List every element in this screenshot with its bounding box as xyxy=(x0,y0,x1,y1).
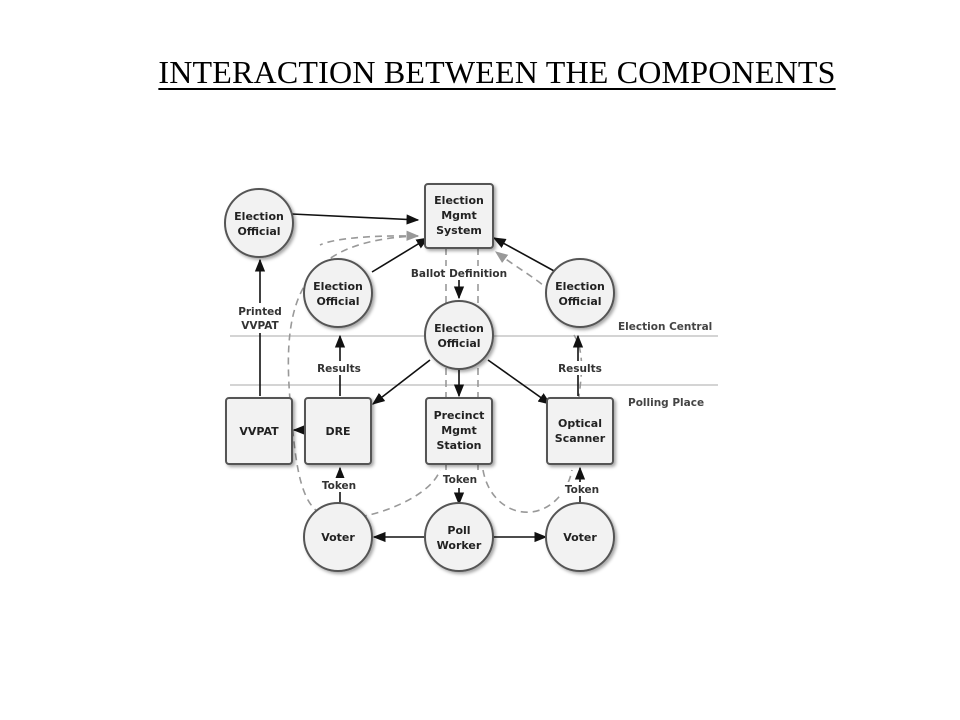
node-voter-right: Voter xyxy=(545,502,615,572)
node-election-official-left: Election Official xyxy=(303,258,373,328)
node-label: Poll xyxy=(447,524,470,537)
edge-label-results-right: Results xyxy=(558,363,602,375)
solid-arrows xyxy=(254,213,586,543)
node-label: Official xyxy=(237,225,280,238)
edge-label-ballot-definition: Ballot Definition xyxy=(411,268,507,280)
slide-title: INTERACTION BETWEEN THE COMPONENTS xyxy=(158,54,836,90)
node-election-official-center: Election Official xyxy=(424,300,494,370)
node-label: System xyxy=(436,224,482,237)
node-label: Optical xyxy=(558,417,602,430)
node-label: Voter xyxy=(321,531,355,544)
node-label: Election xyxy=(313,280,363,293)
node-label: Election xyxy=(555,280,605,293)
edge-label-printed-vvpat: VVPAT xyxy=(241,320,279,332)
node-label: Election xyxy=(434,322,484,335)
node-label: Mgmt xyxy=(441,209,477,222)
node-optical-scanner: Optical Scanner xyxy=(546,397,614,465)
node-poll-worker: Poll Worker xyxy=(424,502,494,572)
node-election-official-right: Election Official xyxy=(545,258,615,328)
node-election-official-topleft: Election Official xyxy=(224,188,294,258)
node-label: Mgmt xyxy=(441,424,477,437)
node-label: Official xyxy=(558,295,601,308)
node-election-mgmt-system: Election Mgmt System xyxy=(424,183,494,249)
node-label: Scanner xyxy=(555,432,606,445)
node-label: Worker xyxy=(437,539,482,552)
node-label: Official xyxy=(316,295,359,308)
zone-label-polling-place: Polling Place xyxy=(628,397,704,409)
node-label: Election xyxy=(234,210,284,223)
edge-label-token-right: Token xyxy=(565,484,599,496)
edge-label-token-center: Token xyxy=(443,474,477,486)
edge-label-results-left: Results xyxy=(317,363,361,375)
node-label: Voter xyxy=(563,531,597,544)
node-label: Precinct xyxy=(434,409,485,422)
node-label: Official xyxy=(437,337,480,350)
node-label: Station xyxy=(436,439,481,452)
node-vvpat: VVPAT xyxy=(225,397,293,465)
edge-label-printed-vvpat: Printed xyxy=(238,306,282,318)
node-label: VVPAT xyxy=(239,425,279,438)
node-dre: DRE xyxy=(304,397,372,465)
node-voter-left: Voter xyxy=(303,502,373,572)
node-precinct-mgmt-station: Precinct Mgmt Station xyxy=(425,397,493,465)
zone-label-election-central: Election Central xyxy=(618,321,712,333)
node-label: Election xyxy=(434,194,484,207)
node-label: DRE xyxy=(325,425,350,438)
edge-label-token-left: Token xyxy=(322,480,356,492)
